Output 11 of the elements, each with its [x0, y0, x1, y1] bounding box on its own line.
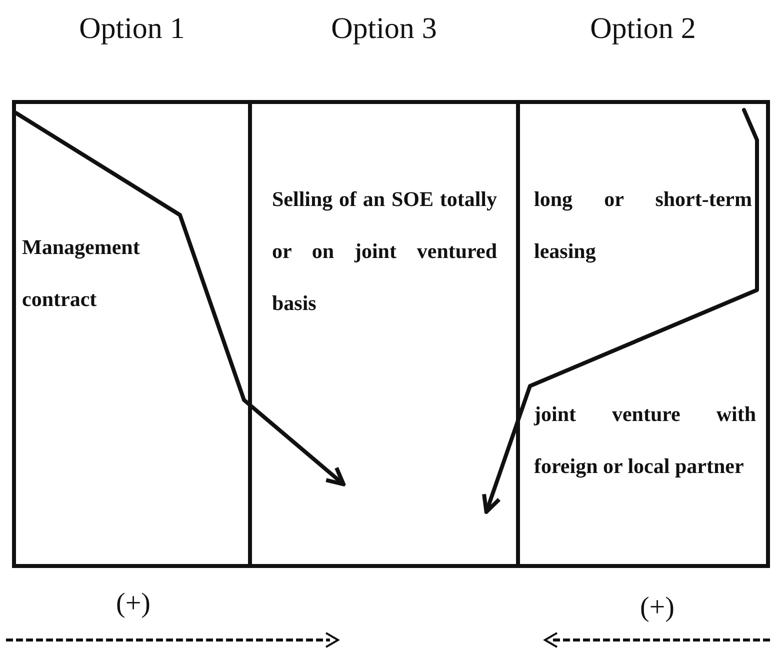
column-heading: Option 2	[589, 12, 697, 46]
option-text: Selling of an SOE totally or on joint ventured basis	[272, 186, 497, 317]
plus-sign-label: (+)	[116, 588, 150, 620]
option-text: Management contract	[22, 234, 141, 313]
arrow	[482, 108, 759, 514]
option-text: joint venture with foreign or local partner	[534, 401, 756, 480]
column-heading: Option 1	[78, 12, 186, 46]
arrow	[14, 111, 346, 486]
plus-sign-label: (+)	[640, 592, 674, 624]
option-text: long or short-term leasing	[534, 186, 752, 265]
column-heading: Option 3	[330, 12, 438, 46]
